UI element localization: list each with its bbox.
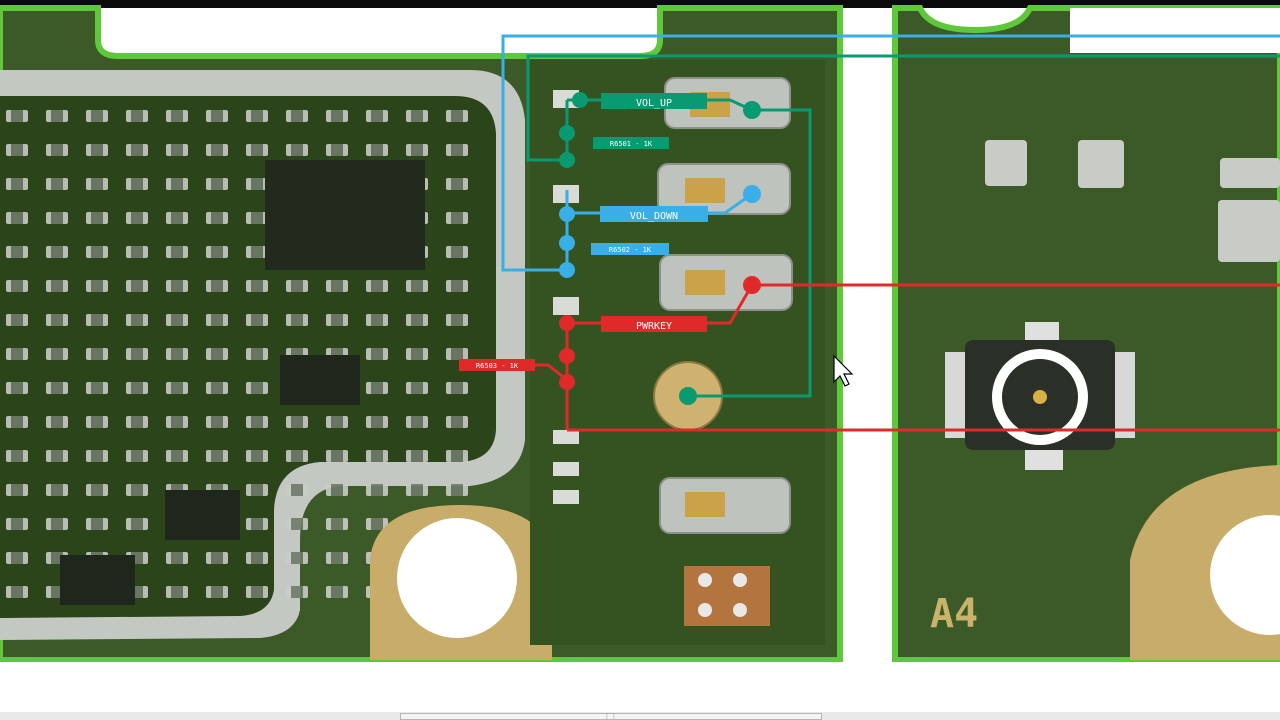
label-pwrkey: PWRKEY [601,316,707,332]
mouse-cursor-icon [833,354,854,387]
window-top-border [0,0,1280,8]
label-vol-up: VOL_UP [601,93,707,109]
label-r6502: R6502 - 1K [591,243,669,255]
scrollbar-grip-icon: ⋮⋮ [604,713,618,720]
button-pads [657,77,793,534]
svg-text:VOL_UP: VOL_UP [636,98,672,109]
label-r6503: R6503 - 1K [459,359,535,371]
svg-text:VOL_DOWN: VOL_DOWN [630,211,678,222]
right-pcb: A4 [892,5,1280,663]
board-marking-a4: A4 [930,591,978,637]
ic-chip [265,160,425,270]
svg-text:PWRKEY: PWRKEY [636,321,672,332]
svg-text:R6503 - 1K: R6503 - 1K [476,362,519,370]
left-pcb [0,5,843,663]
coax-connector [945,322,1135,470]
svg-text:R6501 - 1K: R6501 - 1K [610,140,653,148]
label-vol-down: VOL_DOWN [600,206,708,222]
svg-text:R6502 - 1K: R6502 - 1K [609,246,652,254]
label-r6501: R6501 - 1K [593,137,669,149]
